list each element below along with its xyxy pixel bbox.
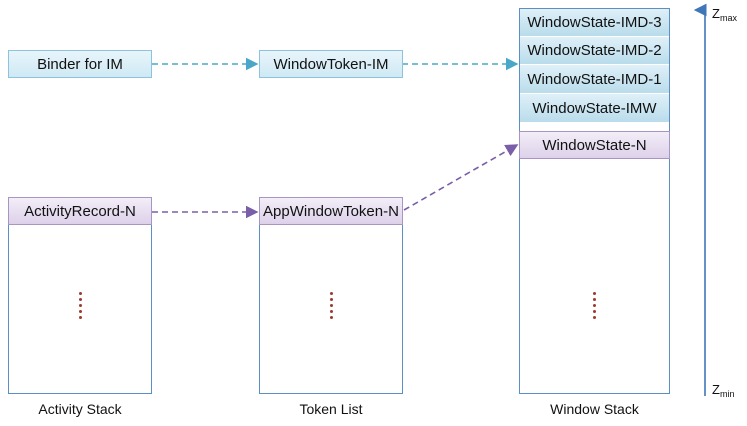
z-max-base: Z [712,6,720,21]
activity-stack-ellipsis [77,292,83,319]
windowstate-imd-2-box: WindowState-IMD-2 [520,37,669,65]
arrow-token-to-windowstate [403,144,519,211]
appwindowtoken-n-label: AppWindowToken-N [263,202,399,220]
activity-record-n-label: ActivityRecord-N [24,202,136,220]
windowstate-imd-2-label: WindowState-IMD-2 [527,42,662,59]
windowstate-imw-label: WindowState-IMW [532,99,657,117]
activity-stack-label: Activity Stack [38,401,122,417]
z-min-base: Z [712,382,720,397]
activity-stack-column [8,197,152,394]
windowstate-imd-1-box: WindowState-IMD-1 [520,65,669,94]
windowstate-imd-3-label: WindowState-IMD-3 [527,14,662,31]
z-min-sub: min [719,389,735,399]
binder-for-im-label: Binder for IM [37,55,123,73]
window-stack-ellipsis [591,292,597,319]
z-max-label: Zmax [712,6,737,23]
windowstate-imw-box: WindowState-IMW [520,94,669,122]
windowstate-n-box: WindowState-N [519,131,670,159]
token-list-ellipsis [328,292,334,319]
windowstate-imd-1-label: WindowState-IMD-1 [527,70,662,88]
windowtoken-im-box: WindowToken-IM [259,50,403,78]
window-stack-label: Window Stack [550,401,639,417]
windowstate-n-label: WindowState-N [542,136,647,154]
z-min-label: Zmin [712,382,734,399]
binder-for-im-box: Binder for IM [8,50,152,78]
z-max-sub: max [719,13,737,23]
windowtoken-im-label: WindowToken-IM [273,55,389,73]
windowstate-imd-3-box: WindowState-IMD-3 [520,9,669,37]
token-list-label: Token List [299,401,363,417]
appwindowtoken-n-box: AppWindowToken-N [259,197,403,225]
activity-record-n-box: ActivityRecord-N [8,197,152,225]
